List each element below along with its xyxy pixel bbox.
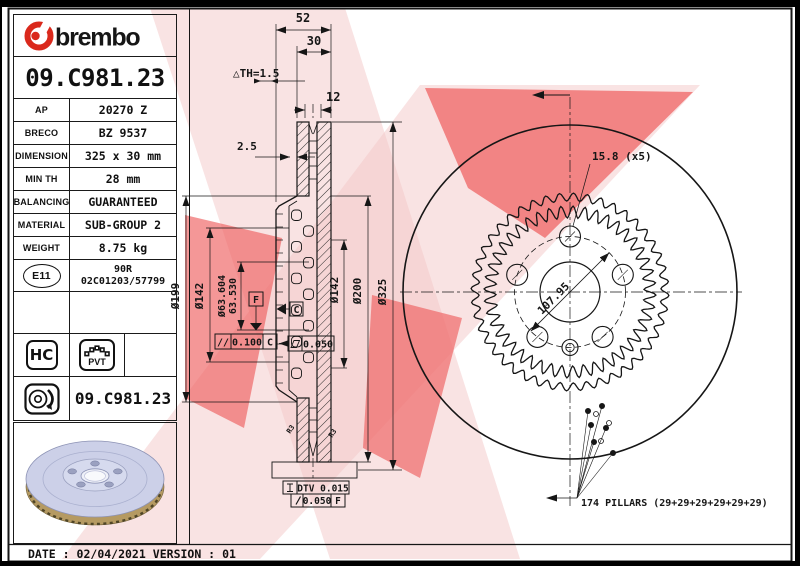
runout-symbol [295, 496, 302, 505]
pillars-note: 174 PILLARS (29+29+29+29+29+29) [581, 498, 768, 509]
id-row: 09.C981.23 [14, 376, 176, 420]
row-label: WEIGHT [22, 243, 61, 253]
date-value: 02/04/2021 [76, 547, 146, 561]
dim-30: 30 [307, 34, 321, 48]
parallelism-value: 0.100 [232, 338, 262, 349]
runout-value: 0.050 [303, 496, 332, 507]
table-row: MIN TH 28 mm [14, 167, 176, 190]
dim-12: 12 [326, 90, 340, 104]
datum-f: F [248, 291, 264, 331]
hc-badge: HC [25, 340, 58, 370]
empty-row [14, 291, 176, 333]
row-label: BALANCING [13, 197, 70, 207]
datum-c: C [276, 301, 304, 317]
table-row: BRECO BZ 9537 [14, 121, 176, 144]
vent-pillars-section [291, 209, 314, 379]
radius-callout-left: R3 [285, 424, 296, 436]
part-number: 09.C981.23 [25, 63, 165, 92]
right-edge [795, 0, 800, 566]
svg-text:F: F [253, 295, 259, 306]
product-image-panel [13, 422, 177, 544]
e11-mark: E11 [22, 263, 61, 288]
dia-199: Ø199 [169, 283, 182, 311]
row-label: MATERIAL [17, 220, 66, 230]
hole-diameter-label: 15.8 (x5) [592, 150, 652, 163]
bore-dia-line1: Ø63.604 [216, 275, 228, 318]
runout-datum: F [335, 496, 341, 507]
row-value: 8.75 kg [69, 237, 176, 259]
footer-dateline: DATE : 02/04/2021 VERSION : 01 [28, 547, 243, 561]
dim-2-5: 2.5 [237, 140, 257, 153]
top-edge [0, 0, 800, 7]
pvt-label: PVT [88, 356, 106, 367]
table-row: WEIGHT 8.75 kg [14, 236, 176, 259]
flatness-symbol [290, 340, 301, 348]
bolt-holes [67, 460, 123, 488]
parallelism-fcf: // 0.100 C [214, 333, 278, 350]
version-label: VERSION : [152, 547, 216, 561]
row-label: AP [35, 105, 48, 115]
homologation-line1: 90R [113, 264, 133, 275]
row-label: MIN TH [25, 174, 58, 184]
spec-table: brembo 09.C981.23 AP 20270 Z BRECO BZ 95… [13, 14, 177, 421]
homologation-row: E11 90R 02C01203/57799 [14, 259, 176, 291]
table-row: DIMENSION 325 x 30 mm [14, 144, 176, 167]
row-value: 28 mm [69, 168, 176, 190]
brand-wordmark: brembo [55, 23, 140, 51]
left-diameter-dimensions [182, 195, 309, 403]
disc-service-icon [23, 382, 60, 415]
pvt-arc-icon [84, 344, 110, 356]
parallelism-symbol: // [217, 338, 229, 349]
dtv-symbol [287, 483, 293, 492]
radius-callout-right: R3 [327, 428, 338, 440]
left-edge [0, 0, 2, 566]
row-value: GUARANTEED [69, 191, 176, 213]
red-watermark [62, 8, 700, 559]
parallelism-datum: C [267, 338, 273, 349]
disc-render [25, 440, 165, 526]
row-label: DIMENSION [15, 151, 68, 161]
flatness-value: 0.050 [303, 340, 333, 351]
dia-200: Ø200 [351, 278, 364, 306]
row-value: 20270 Z [69, 99, 176, 121]
version-value: 01 [222, 547, 236, 561]
table-row: MATERIAL SUB-GROUP 2 [14, 213, 176, 236]
row-value: BZ 9537 [69, 122, 176, 144]
footer-part-number: 09.C981.23 [69, 377, 176, 420]
brembo-disc-icon [24, 21, 54, 50]
table-row: BALANCING GUARANTEED [14, 190, 176, 213]
dtv-value: DTV 0.015 [297, 484, 349, 495]
face-view: 15.8 (x5) 107.95 [400, 91, 768, 509]
bottom-edge [0, 561, 800, 566]
date-label: DATE : [28, 547, 70, 561]
dia-142-right: Ø142 [328, 277, 341, 305]
top-dimensions [254, 24, 332, 202]
runout-fcf-group: DTV 0.015 0.050 F [271, 461, 358, 508]
rotation-arrow [532, 91, 570, 99]
row-label: BRECO [24, 128, 59, 138]
dim-52: 52 [296, 11, 310, 25]
part-number-row: 09.C981.23 [14, 56, 176, 98]
row-value: SUB-GROUP 2 [69, 214, 176, 236]
brand-row: brembo [14, 15, 176, 56]
row-value: 325 x 30 mm [69, 145, 176, 167]
pcd-dim-line [530, 252, 610, 332]
pillar-indicators [546, 403, 616, 502]
dim-min-th: △TH=1.5 [233, 67, 279, 80]
table-row: AP 20270 Z [14, 98, 176, 121]
dia-325: Ø325 [376, 279, 389, 307]
bore-dia-line2: 63.530 [228, 278, 239, 314]
svg-text:C: C [293, 305, 299, 316]
badges-row: HC PVT [14, 333, 176, 376]
hole-diameter-leader [572, 163, 591, 227]
flatness-fcf: 0.050 [279, 335, 335, 352]
dia-142-left: Ø142 [193, 283, 206, 311]
section-view: 52 30 △TH=1.5 12 2.5 Ø199 Ø142 Ø63.604 6… [169, 11, 402, 508]
band-tick-marks [276, 213, 283, 384]
brembo-logo: brembo [24, 18, 142, 51]
pvt-badge: PVT [79, 339, 115, 371]
homologation-line2: 02C01203/57799 [80, 275, 166, 287]
